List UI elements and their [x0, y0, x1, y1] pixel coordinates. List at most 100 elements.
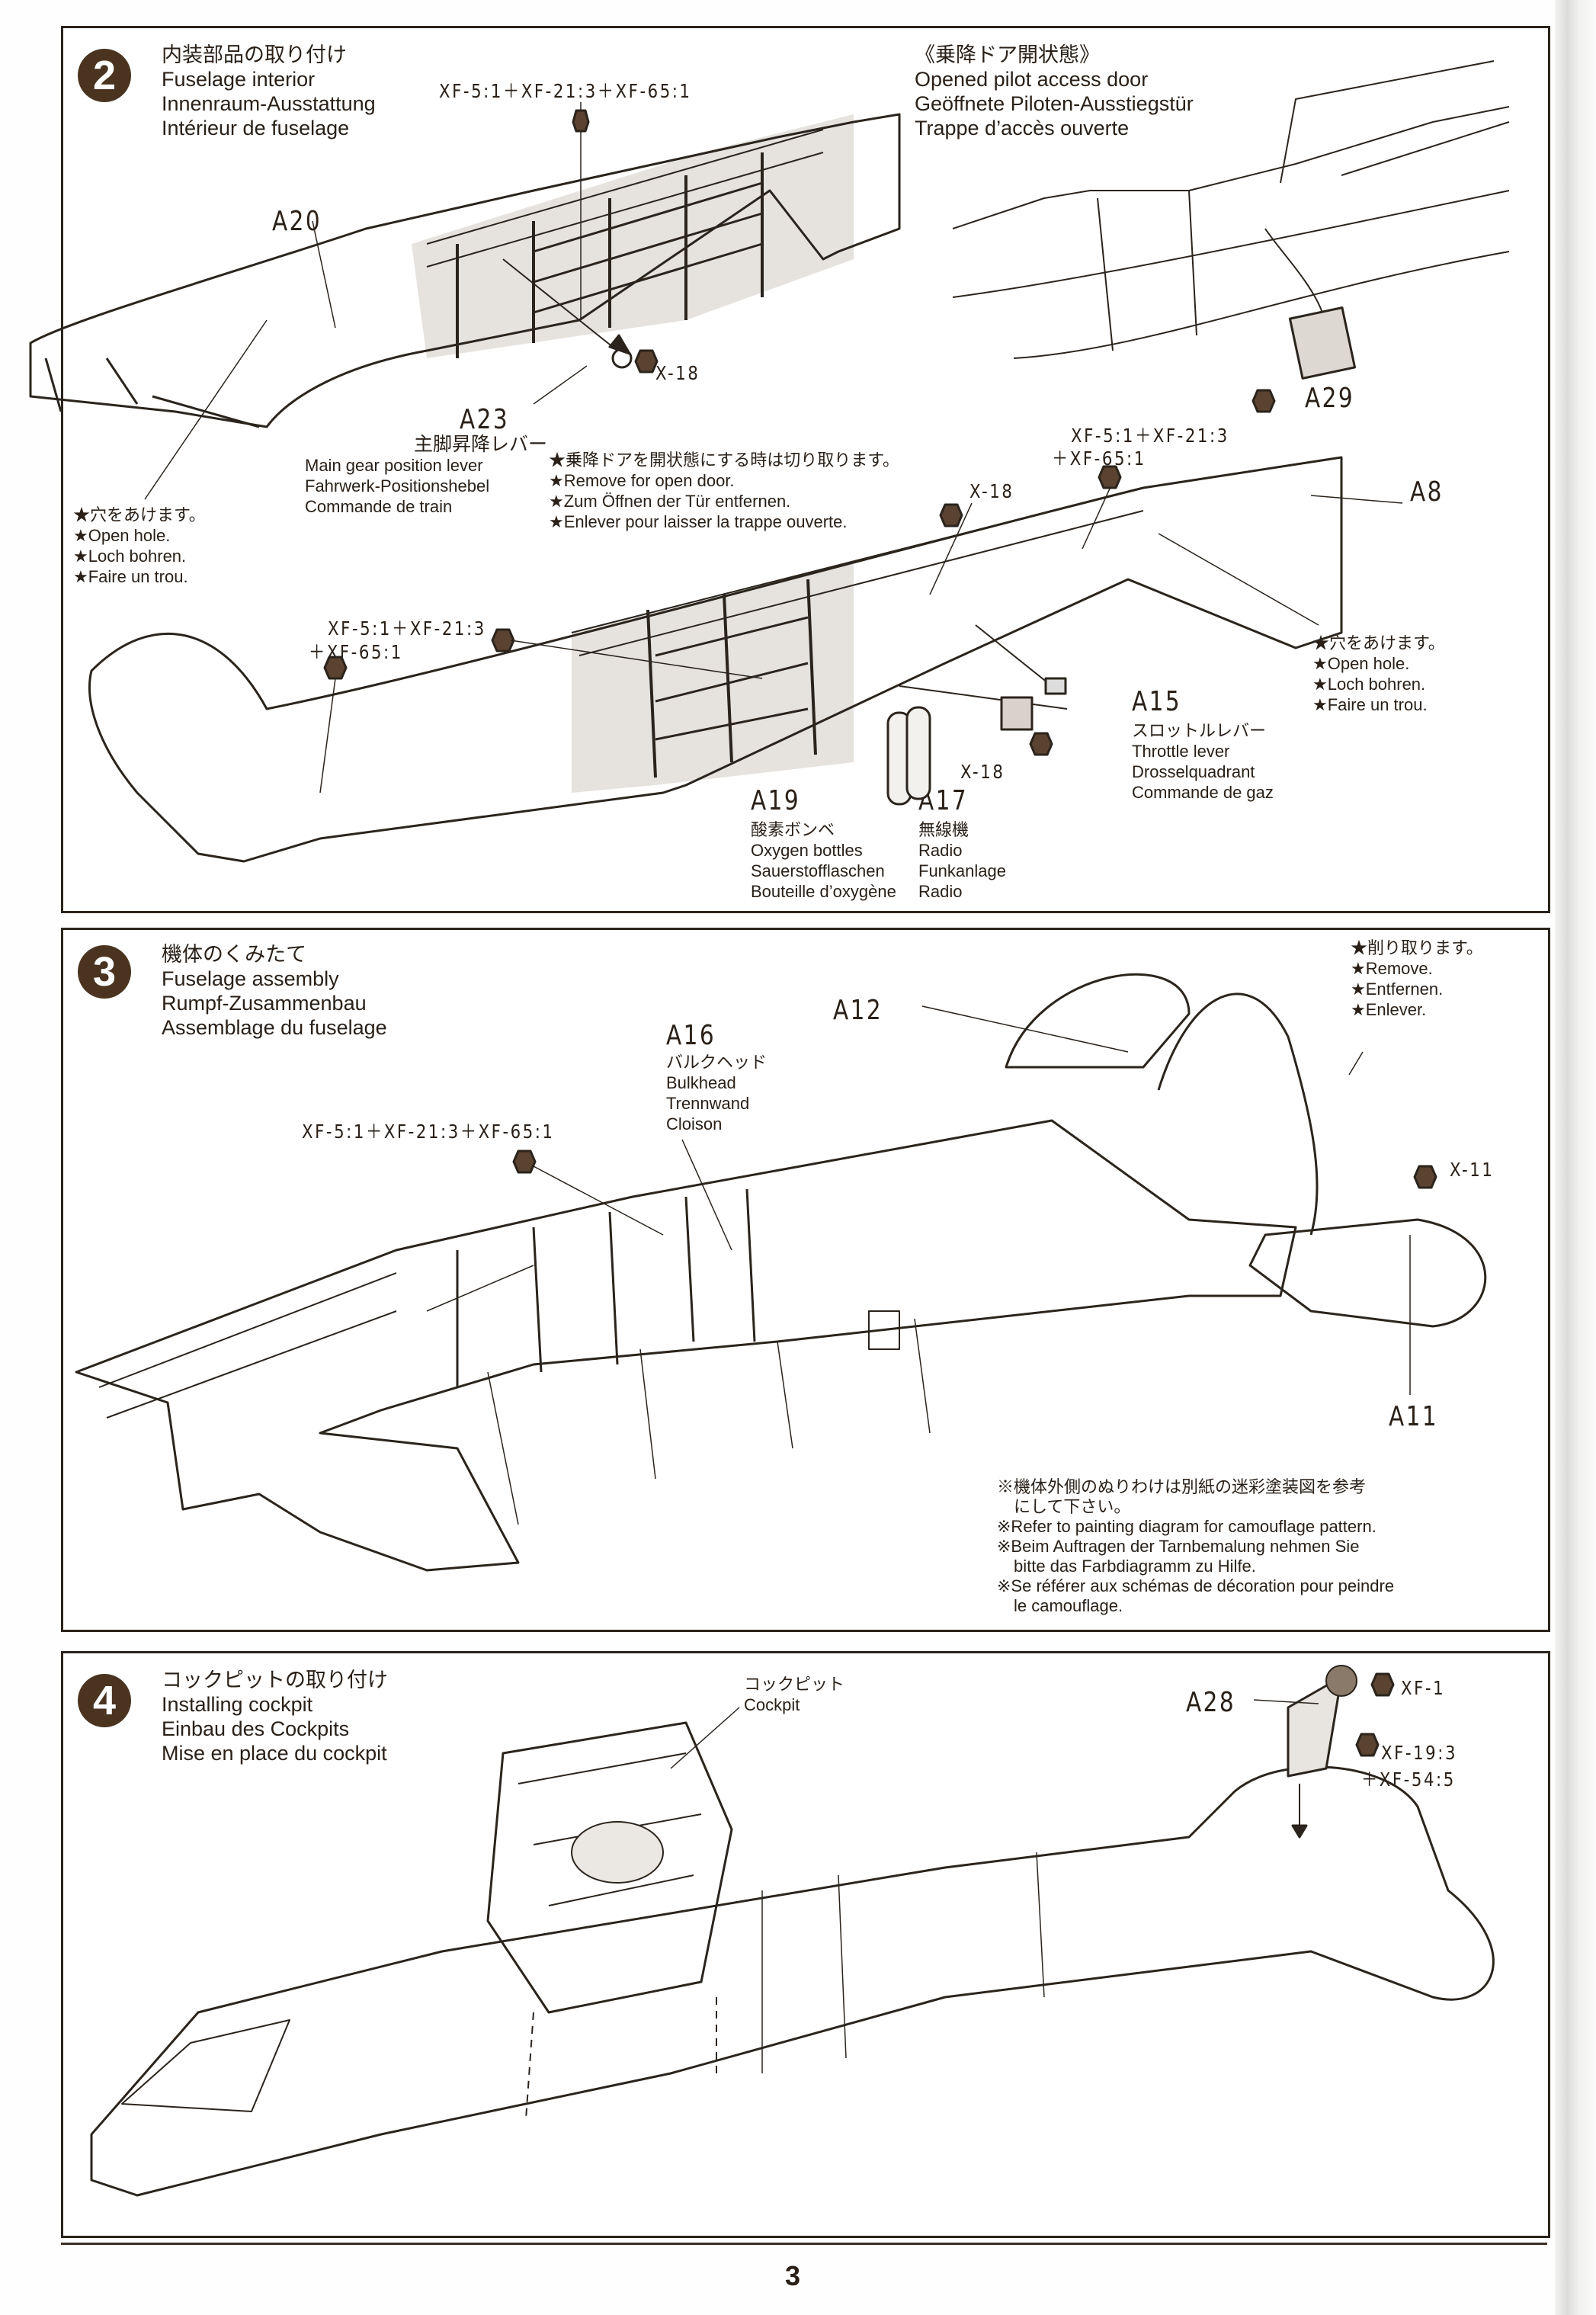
camouflage-note: ※機体外側のぬりわけは別紙の迷彩塗装図を参考 にして下さい。 ※Refer to…	[997, 1477, 1394, 1616]
step-3-paint-mix: XF-5:1＋XF-21:3＋XF-65:1	[302, 1121, 555, 1143]
a23-ja: 主脚昇降レバー	[413, 434, 547, 455]
note-de: ★Loch bohren.	[1312, 675, 1426, 694]
note-en: ★Remove for open door.	[549, 471, 735, 490]
a23-de: Fahrwerk-Positionshebel	[305, 476, 490, 495]
step-3-badge: 3	[78, 945, 131, 999]
step-4-badge: 4	[78, 1674, 131, 1727]
note-line: bitte das Farbdiagramm zu Hilfe.	[997, 1557, 1256, 1576]
step-3-title-en: Fuselage assembly	[162, 967, 339, 990]
a16-de: Trennwand	[666, 1094, 750, 1113]
note-de: ★Loch bohren.	[73, 547, 187, 566]
inset-title-en: Opened pilot access door	[915, 68, 1149, 91]
inset-open-door-title: 《乗降ドア開状態》 Opened pilot access door Geöff…	[915, 43, 1194, 140]
note-fr: ★Enlever pour laisser la trappe ouverte.	[549, 512, 848, 531]
a19-fr: Bouteille d’oxygène	[751, 882, 896, 901]
note-de: ★Zum Öffnen der Tür entfernen.	[549, 492, 791, 511]
note-line: ※機体外側のぬりわけは別紙の迷彩塗装図を参考	[997, 1477, 1367, 1496]
inset-title-ja: 《乗降ドア開状態》	[915, 43, 1100, 66]
step-4-title-en: Installing cockpit	[162, 1693, 313, 1716]
a17-de: Funkanlage	[918, 861, 1006, 880]
a15-de: Drosselquadrant	[1132, 762, 1255, 781]
note-line: にして下さい。	[997, 1497, 1131, 1516]
step-4-title-de: Einbau des Cockpits	[162, 1717, 350, 1740]
a15-ja: スロットルレバー	[1132, 721, 1267, 740]
step-4-title: コックピットの取り付け Installing cockpit Einbau de…	[162, 1668, 388, 1765]
note-line: ※Refer to painting diagram for camouflag…	[997, 1517, 1376, 1536]
step-2-title-fr: Intérieur de fuselage	[162, 117, 350, 139]
a16-fr: Cloison	[666, 1114, 723, 1133]
remove-note: ★削り取ります。 ★Remove. ★Entfernen. ★Enlever.	[1351, 938, 1483, 1020]
paint-x18-b: X-18	[969, 480, 1014, 502]
inset-title-de: Geöffnete Piloten-Ausstiegstür	[915, 92, 1194, 115]
paint-x18-a: X-18	[655, 362, 700, 384]
cockpit-en: Cockpit	[744, 1695, 800, 1714]
a15-fr: Commande de gaz	[1132, 783, 1274, 802]
note-fr: ★Faire un trou.	[1312, 695, 1428, 714]
part-label-a8: A8	[1410, 476, 1444, 508]
a17-ja: 無線機	[918, 820, 969, 839]
paint-x18-c: X-18	[960, 761, 1005, 783]
step-2-badge: 2	[78, 49, 131, 102]
note-en: ★Open hole.	[1312, 654, 1410, 673]
paint-mix-a28-l1: XF-19:3	[1381, 1742, 1458, 1764]
step-2-paint-mix-top: XF-5:1＋XF-21:3＋XF-65:1	[439, 80, 692, 102]
note-line: ※Beim Auftragen der Tarnbemalung nehmen …	[997, 1537, 1360, 1556]
note-en: ★Open hole.	[73, 526, 171, 545]
part-label-a17: A17	[918, 785, 969, 816]
a16-description: バルクヘッド Bulkhead Trennwand Cloison	[666, 1052, 767, 1134]
paint-mix-left-l2: ＋XF-65:1	[309, 641, 403, 663]
a17-fr: Radio	[918, 882, 963, 901]
note-ja: ★穴をあけます。	[1312, 633, 1445, 652]
page-binding-shadow	[1555, 0, 1596, 2315]
part-label-a19: A19	[751, 785, 801, 816]
paint-x11: X-11	[1450, 1159, 1495, 1181]
note-ja: ★乗降ドアを開状態にする時は切り取ります。	[549, 450, 900, 470]
step-2-title: 内装部品の取り付け Fuselage interior Innenraum-Au…	[162, 43, 376, 140]
a23-en: Main gear position lever	[305, 456, 483, 475]
part-label-a28: A28	[1186, 1687, 1236, 1718]
paint-mix-right-l1: XF-5:1＋XF-21:3	[1071, 425, 1229, 447]
note-line: le camouflage.	[997, 1596, 1123, 1615]
paint-xf1: XF-1	[1401, 1677, 1446, 1699]
a23-description: 主脚昇降レバー Main gear position lever Fahrwer…	[305, 434, 547, 517]
step-4-title-ja: コックピットの取り付け	[162, 1669, 388, 1691]
part-label-a11: A11	[1389, 1401, 1439, 1432]
step-2-title-en: Fuselage interior	[162, 68, 316, 91]
paint-mix-a28-l2: ＋XF-54:5	[1361, 1768, 1456, 1791]
note-fr: ★Faire un trou.	[73, 567, 188, 586]
a23-fr: Commande de train	[305, 497, 453, 516]
note-fr: ★Enlever.	[1351, 1000, 1427, 1019]
part-label-a15: A15	[1132, 686, 1182, 717]
part-label-a20: A20	[272, 206, 322, 237]
a15-description: スロットルレバー Throttle lever Drosselquadrant …	[1132, 720, 1274, 803]
step-4-title-fr: Mise en place du cockpit	[162, 1742, 387, 1765]
a15-en: Throttle lever	[1132, 742, 1230, 761]
page-number: 3	[785, 2260, 801, 2291]
part-label-a12: A12	[833, 995, 883, 1026]
paint-mix-right-l2: ＋XF-65:1	[1052, 447, 1146, 470]
a16-ja: バルクヘッド	[666, 1053, 768, 1072]
open-hole-note-left: ★穴をあけます。 ★Open hole. ★Loch bohren. ★Fair…	[73, 505, 206, 587]
step-2-title-ja: 内装部品の取り付け	[162, 43, 347, 66]
a19-en: Oxygen bottles	[751, 841, 863, 860]
cockpit-ja: コックピット	[744, 1675, 845, 1694]
a19-de: Sauerstofflaschen	[751, 861, 885, 880]
a19-ja: 酸素ボンベ	[751, 820, 835, 839]
inset-title-fr: Trappe d’accès ouverte	[915, 117, 1130, 139]
step-3-title-ja: 機体のくみたて	[162, 943, 307, 966]
note-line: ※Se référer aux schémas de décoration po…	[997, 1576, 1395, 1595]
remove-door-note: ★乗降ドアを開状態にする時は切り取ります。 ★Remove for open d…	[549, 450, 899, 532]
note-ja: ★削り取ります。	[1351, 938, 1483, 957]
a17-description: 無線機 Radio Funkanlage Radio	[918, 819, 1006, 902]
step-3-title: 機体のくみたて Fuselage assembly Rumpf-Zusammen…	[162, 942, 387, 1040]
note-de: ★Entfernen.	[1351, 980, 1444, 999]
a17-en: Radio	[918, 841, 963, 860]
footer-rule	[61, 2243, 1547, 2245]
a16-en: Bulkhead	[666, 1073, 736, 1092]
part-label-a29: A29	[1305, 383, 1355, 414]
step-3-title-fr: Assemblage du fuselage	[162, 1016, 387, 1039]
note-ja: ★穴をあけます。	[73, 505, 206, 524]
step-3-title-de: Rumpf-Zusammenbau	[162, 992, 367, 1015]
cockpit-label: コックピット Cockpit	[744, 1674, 844, 1715]
a19-description: 酸素ボンベ Oxygen bottles Sauerstofflaschen B…	[751, 819, 896, 902]
